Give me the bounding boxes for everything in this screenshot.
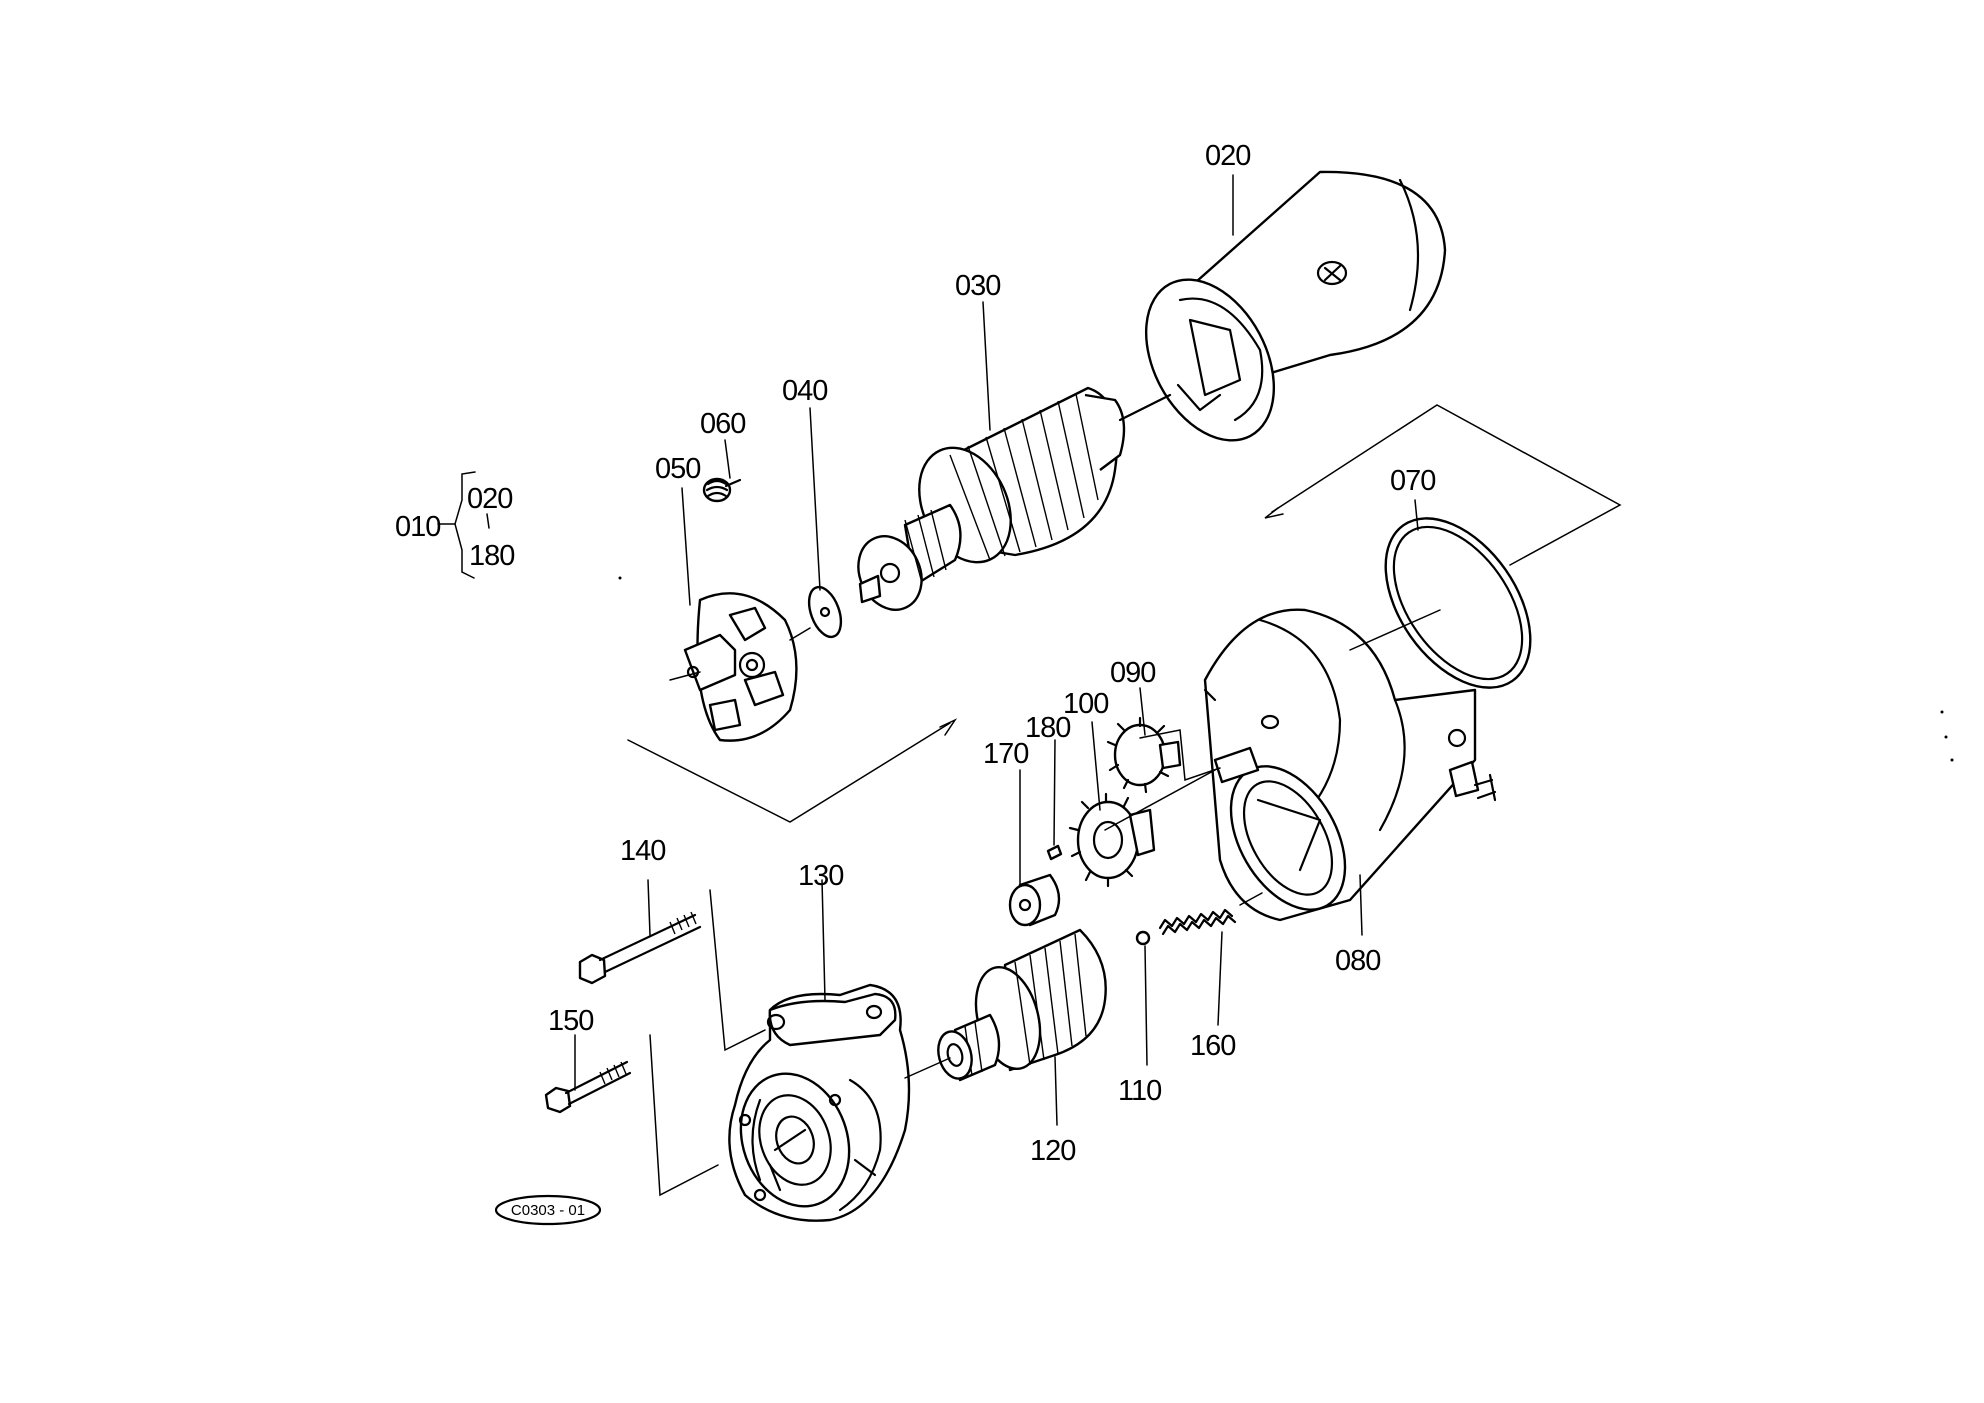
part-170-sleeve	[1008, 873, 1061, 927]
drawing-reference-text: C0303 - 01	[511, 1202, 585, 1219]
stray-marks	[618, 576, 1954, 762]
label-120: 120	[1030, 1135, 1075, 1167]
part-020-yoke	[1144, 170, 1447, 442]
label-070: 070	[1390, 465, 1435, 497]
label-010: 010	[395, 511, 440, 543]
part-070-o-ring	[1384, 517, 1532, 689]
label-050: 050	[655, 453, 700, 485]
label-130: 130	[798, 860, 843, 892]
part-130-drive-housing	[728, 983, 911, 1222]
label-100: 100	[1063, 688, 1108, 720]
label-080: 080	[1335, 945, 1380, 977]
part-030-armature	[857, 386, 1172, 611]
label-150: 150	[548, 1005, 593, 1037]
part-labels: 020 030 040 060 050 070 010 020 180 090 …	[395, 140, 1436, 1167]
part-090-gear	[1106, 716, 1182, 794]
part-160-spring	[1158, 908, 1237, 936]
label-140: 140	[620, 835, 665, 867]
part-040-washer	[807, 585, 843, 639]
label-180-assembly: 180	[469, 540, 514, 572]
leader-lines	[437, 174, 1419, 1126]
label-040: 040	[782, 375, 827, 407]
part-060-spring	[702, 477, 742, 503]
label-110: 110	[1118, 1075, 1161, 1107]
label-020-assembly: 020	[467, 483, 512, 515]
label-170: 170	[983, 738, 1028, 770]
assembly-lines	[627, 404, 1622, 1197]
drawing-reference-badge: C0303 - 01	[494, 1194, 602, 1226]
part-140-bolt	[578, 911, 702, 985]
label-020: 020	[1205, 140, 1250, 172]
label-030: 030	[955, 270, 1000, 302]
label-160: 160	[1190, 1030, 1235, 1062]
part-150-screw	[544, 1060, 632, 1114]
part-110-ball	[1135, 930, 1151, 946]
part-050-brush-holder	[683, 592, 798, 742]
part-100-gear	[1068, 792, 1156, 888]
label-180: 180	[1025, 712, 1070, 744]
part-180-pin	[1046, 844, 1063, 861]
part-120-clutch	[937, 928, 1107, 1082]
label-090: 090	[1110, 657, 1155, 689]
label-060: 060	[700, 408, 745, 440]
part-080-gear-housing	[1203, 608, 1497, 922]
